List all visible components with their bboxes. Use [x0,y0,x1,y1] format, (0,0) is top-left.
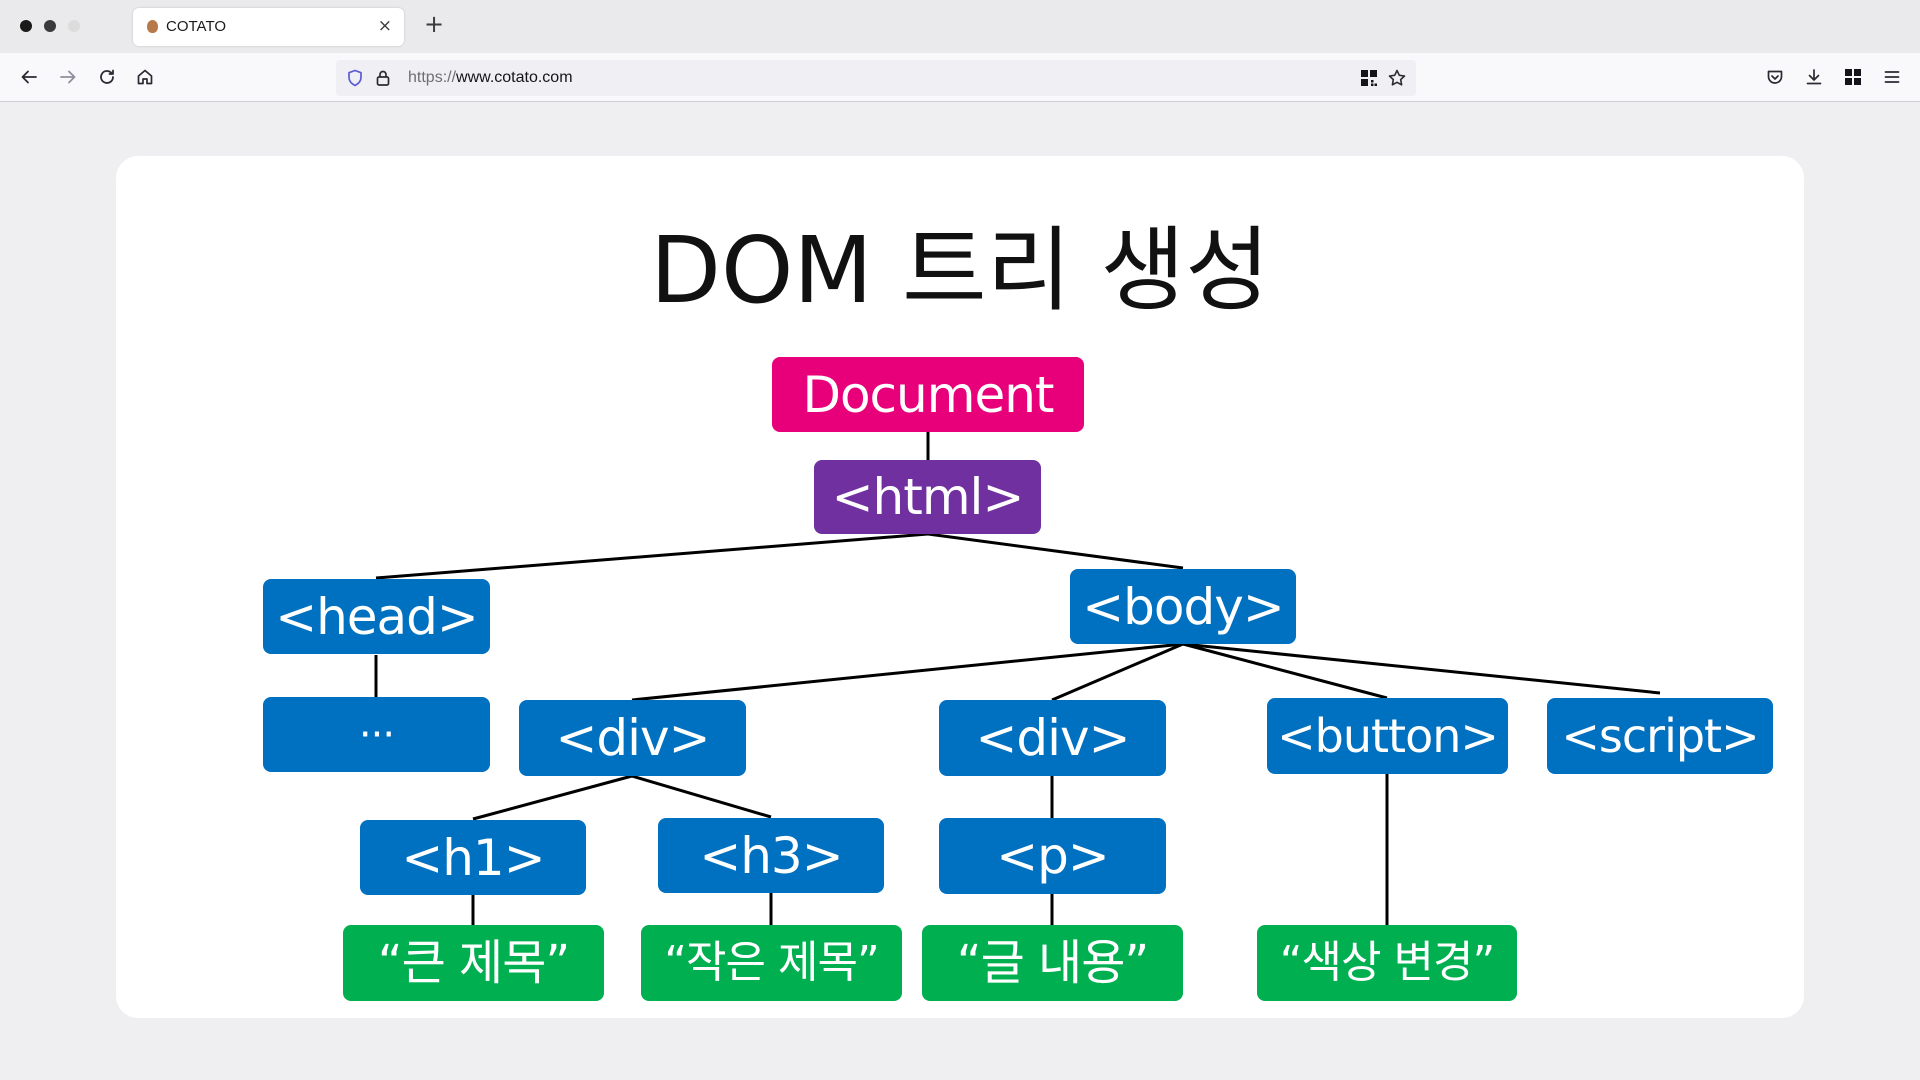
tab-close-icon[interactable]: × [377,16,392,36]
text-node-p: “글 내용” [922,925,1183,1001]
back-icon [21,70,37,84]
tab-strip: COTATO × + [0,0,1920,53]
edge-body-button [1182,642,1388,700]
node-div-1: <div> [519,700,746,776]
url-host: www.cotato.com [456,69,573,86]
edge-body-div2 [1051,642,1184,702]
menu-icon [1884,71,1900,83]
tab-title: COTATO [166,18,226,35]
forward-icon [60,70,76,84]
node-h3: <h3> [658,818,884,893]
download-icon [1806,69,1822,85]
new-tab-button[interactable]: + [424,10,445,38]
node-ellipsis: ··· [263,697,490,772]
window-maximize-dot[interactable] [68,20,80,32]
edge-div1-h1 [472,774,633,821]
node-html: <html> [814,460,1041,534]
extensions-button[interactable] [1840,64,1866,90]
edge-div1-h3 [631,774,772,819]
cotato-favicon-icon [147,20,158,33]
url-bar[interactable]: https://www.cotato.com [336,60,1416,96]
node-button: <button> [1267,698,1508,774]
node-document: Document [772,357,1084,432]
forward-button[interactable] [55,64,81,90]
node-body: <body> [1070,569,1296,644]
pocket-icon [1767,70,1783,84]
menu-button[interactable] [1879,64,1905,90]
node-p: <p> [939,818,1166,894]
star-icon[interactable] [1386,67,1408,89]
node-div-2: <div> [939,700,1166,776]
edge-body-script [1182,642,1661,695]
url-protocol: https:// [408,69,457,86]
window-minimize-dot[interactable] [44,20,56,32]
text-node-h1: “큰 제목” [343,925,604,1001]
edge-body-div1 [631,642,1184,702]
text-node-h3: “작은 제목” [641,925,902,1001]
reload-icon [100,69,114,84]
edge-html-head [375,532,929,580]
reload-button[interactable] [94,64,120,90]
extensions-icon [1845,69,1861,85]
downloads-button[interactable] [1801,64,1827,90]
tab-cotato[interactable]: COTATO × [133,8,404,46]
node-head: <head> [263,579,490,654]
home-icon [137,69,153,85]
shield-icon[interactable] [344,67,366,89]
pocket-button[interactable] [1762,64,1788,90]
node-h1: <h1> [360,820,586,895]
node-script: <script> [1547,698,1773,774]
text-node-button: “색상 변경” [1257,925,1517,1001]
qr-grid-icon[interactable] [1358,67,1380,89]
window-close-dot[interactable] [20,20,32,32]
lock-icon[interactable] [372,67,394,89]
url-text[interactable]: https://www.cotato.com [408,69,573,87]
back-button[interactable] [16,64,42,90]
edge-html-body [927,532,1184,570]
home-button[interactable] [132,64,158,90]
slide-title: DOM 트리 생성 [650,217,1270,324]
